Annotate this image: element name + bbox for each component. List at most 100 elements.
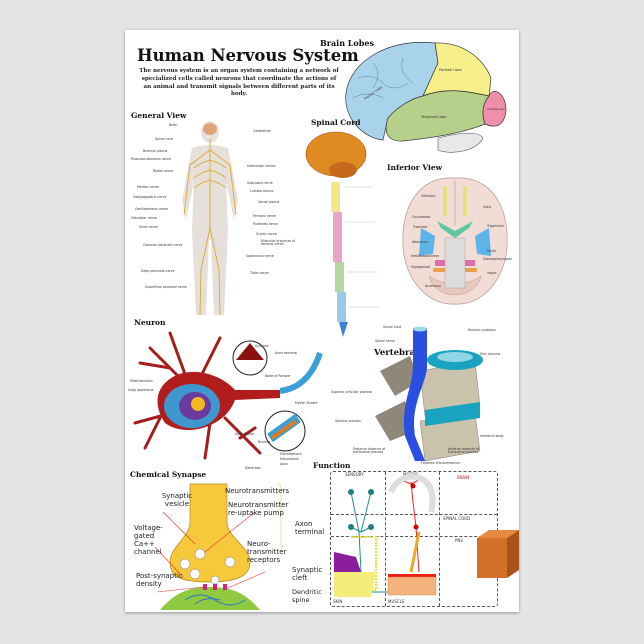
label-abducens: Abducens [412, 240, 428, 244]
general-view-heading: General View [131, 111, 187, 120]
label-synapse: Synapse [255, 344, 269, 348]
label-radial: Radial nerve [153, 169, 173, 173]
label-vert-spinal-cord: Spinal Cord [383, 325, 402, 329]
neuron-diagram [133, 331, 323, 460]
cerebellum [437, 132, 484, 153]
label-spinal-nerve: Spinal nerve [375, 339, 395, 343]
legend-spinal-cord: SPINAL CORD [443, 516, 471, 521]
label-axon: Axon [280, 462, 288, 466]
label-iliohypogastric: Iliohypogastric nerve [133, 195, 167, 199]
label-skin: SKIN [333, 599, 343, 604]
poster-title: Human Nervous System [137, 46, 359, 65]
label-golgi: Golgi apparatus [128, 388, 154, 392]
label-post-synaptic-density: Post-synaptic density [136, 572, 183, 588]
label-ulnar: Ulnar nerve [139, 225, 158, 229]
label-muscular-branches: Muscular branches of femoral nerve [261, 239, 296, 247]
neuron-heading: Neuron [134, 318, 166, 327]
label-mitochondrion: Mitochondrion [130, 379, 153, 383]
label-synaptic-vesicle: Synaptic vesicle [161, 492, 193, 508]
label-genitofemoral: Genitofemoral nerve [135, 207, 168, 211]
label-microtubule: Microtubule [280, 457, 299, 461]
label-musculocutaneous: Musculocutaneous nerve [131, 157, 171, 161]
label-cerebellum: Cerebellum [253, 129, 272, 133]
label-brachial-plexus: Brachial plexus [143, 149, 168, 153]
label-glossopharyngeal: Glossopharyngeal [483, 257, 512, 261]
label-nucleus-pulposus: Nucleus pulposus [468, 328, 496, 332]
label-obturator: Obturator nerve [131, 216, 157, 220]
label-trochlear: Trochlear [413, 225, 428, 229]
label-femoral: Femoral nerve [253, 214, 276, 218]
label-common-peroneal: Common peroneal nerve [143, 243, 183, 247]
label-vestibulocochlear: Vestibulocochlear [411, 254, 440, 258]
intro-text: The nervous system is an organ system co… [139, 68, 339, 98]
label-receptors: Neuro-transmitter receptors [247, 540, 287, 564]
label-axon-hillock: Axon hillock [235, 432, 255, 436]
label-facial: Facial [487, 249, 496, 253]
brain-lobes-diagram: Frontal Lobe Parietal Lobe Temporal Lobe… [345, 41, 507, 153]
label-optic: Optic [483, 205, 492, 209]
column-sensory: SENSORY [345, 472, 364, 477]
spinal-cord-diagram [305, 131, 379, 337]
label-vertebral-body: Vertebral body [480, 434, 504, 438]
label-lumbar-plexus: Lumbar plexus [250, 189, 274, 193]
label-median: Median nerve [137, 185, 159, 189]
label-synaptic-cleft: Synaptic cleft [292, 566, 323, 582]
label-spinous-process: Spinous process [335, 419, 361, 423]
label-nucleus-inset: Nucleus [258, 440, 271, 444]
function-pathways [334, 473, 437, 597]
label-anterior-tubercle: Anterior tubercle of transverse process [448, 447, 480, 455]
label-dendrites: Dendrites [245, 466, 261, 470]
label-brain: Brain [169, 123, 178, 127]
label-subcostal: Subcostal nerve [247, 181, 273, 185]
spinal-cord-heading: Spinal Cord [311, 118, 361, 127]
vertebrae-diagram [375, 326, 483, 462]
poster: Human Nervous System The nervous system … [125, 30, 519, 612]
label-tibial: Tibial nerve [250, 271, 269, 275]
label-intercostal: Intercostal nerves [247, 164, 276, 168]
function-heading: Function [313, 461, 351, 470]
occipital-lobe-label: Occipital Lobe [487, 107, 505, 111]
inferior-brain-diagram [402, 177, 508, 305]
parietal-lobe-label: Parietal Lobe [439, 68, 462, 72]
label-disc-annulus: Disc annulus [480, 352, 501, 356]
label-saphenous: Saphenous nerve [246, 254, 274, 258]
label-superficial-peroneal: Superficial peroneal nerve [145, 285, 187, 289]
label-hypoglossal: Hypoglossal [411, 265, 431, 269]
label-sacral-plexus: Sacral plexus [258, 200, 280, 204]
label-pudendal: Pudendal nerve [253, 222, 278, 226]
label-microfilament: Microfilament [280, 452, 302, 456]
vertebral-segments [331, 182, 348, 337]
label-node-of-ranvier: Node of Ranvier [265, 374, 291, 378]
label-sciatic: Sciatic nerve [256, 232, 277, 236]
label-olfactory: Olfactory [421, 194, 436, 198]
label-spinal-cord: Spinal cord [155, 137, 173, 141]
label-axon-terminal: Axon terminal [275, 351, 298, 355]
label-foramen: Foramen transversarium [421, 461, 461, 465]
label-accessory: Accessory [425, 284, 442, 288]
label-vagus: Vagus [487, 271, 497, 275]
label-dendritic-spine: Dendritic spine [292, 588, 322, 604]
brain-lobes-heading: Brain Lobes [320, 38, 374, 48]
label-trigeminal: Trigeminal [487, 224, 504, 228]
legend-pns: PNS [455, 538, 463, 543]
label-reuptake-pump: Neurotransmitter re-uptake pump [228, 501, 289, 517]
label-neurotransmitters: Neurotransmitters [225, 487, 290, 495]
label-axon-terminal-syn: Axon terminal [295, 520, 325, 536]
label-superior-articular: Superior articular process [331, 390, 373, 394]
label-ca-channel: Voltage-gated Ca++ channel [134, 524, 163, 556]
synapse-diagram [154, 483, 285, 610]
body-nerves-figure [182, 121, 238, 316]
muscle-block-illustration [477, 530, 519, 578]
legend-brain: BRAIN [457, 475, 470, 480]
inferior-view-heading: Inferior View [387, 163, 443, 172]
chemical-synapse-heading: Chemical Synapse [130, 470, 207, 479]
label-muscle: MUSCLE [388, 599, 405, 604]
label-posterior-tubercle: Posterior tubercle of transverse process [353, 447, 386, 455]
vertebrae-heading: Vertebrae [374, 348, 421, 358]
function-diagram: SENSORY MOTOR BRAIN SPINAL CORD PNS SKIN… [330, 471, 498, 607]
label-oculomotor: Oculomotor [412, 215, 431, 219]
label-deep-peroneal: Deep peroneal nerve [141, 269, 175, 273]
temporal-lobe-label: Temporal Lobe [420, 115, 447, 119]
temporal-lobe [385, 90, 490, 142]
label-myelin-sheath: Myelin Sheath [295, 401, 318, 405]
